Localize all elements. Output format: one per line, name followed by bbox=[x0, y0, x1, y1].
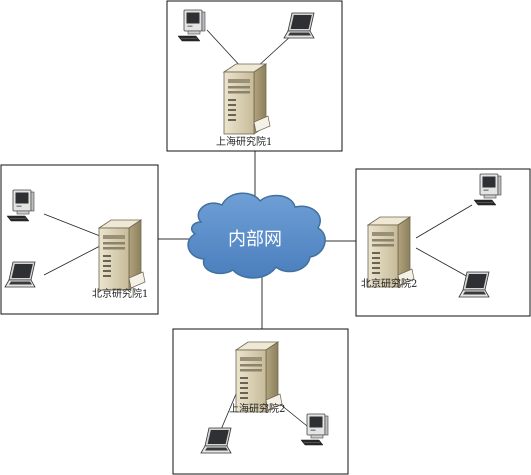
site-label: 北京研究院2 bbox=[361, 277, 417, 290]
intranet-cloud: 内部网 bbox=[187, 192, 326, 279]
laptop-icon bbox=[458, 271, 490, 298]
server-icon bbox=[223, 63, 271, 135]
site-label: 上海研究院2 bbox=[229, 402, 285, 415]
desktop-computer-icon bbox=[177, 9, 206, 42]
site-beijing-2: 北京研究院2 bbox=[355, 168, 531, 317]
laptop-icon bbox=[200, 427, 232, 454]
site-label: 北京研究院1 bbox=[92, 287, 148, 300]
desktop-computer-icon bbox=[300, 413, 329, 446]
network-links bbox=[158, 151, 356, 329]
server-icon bbox=[367, 216, 415, 288]
site-shanghai-2: 上海研究院2 bbox=[172, 328, 349, 475]
site-frame bbox=[166, 0, 343, 152]
intranet-label: 内部网 bbox=[228, 229, 282, 250]
site-beijing-1: 北京研究院1 bbox=[0, 164, 159, 315]
desktop-computer-icon bbox=[473, 173, 502, 206]
laptop-icon bbox=[4, 261, 36, 288]
site-frame bbox=[172, 328, 349, 475]
site-label: 上海研究院1 bbox=[216, 135, 272, 148]
server-icon bbox=[98, 219, 146, 291]
desktop-computer-icon bbox=[6, 189, 35, 222]
cloud-icon bbox=[187, 192, 326, 279]
site-frame bbox=[0, 164, 159, 315]
site-frame bbox=[355, 168, 531, 317]
site-shanghai-1: 上海研究院1 bbox=[166, 0, 343, 152]
server-icon bbox=[235, 341, 283, 413]
laptop-icon bbox=[283, 12, 315, 39]
